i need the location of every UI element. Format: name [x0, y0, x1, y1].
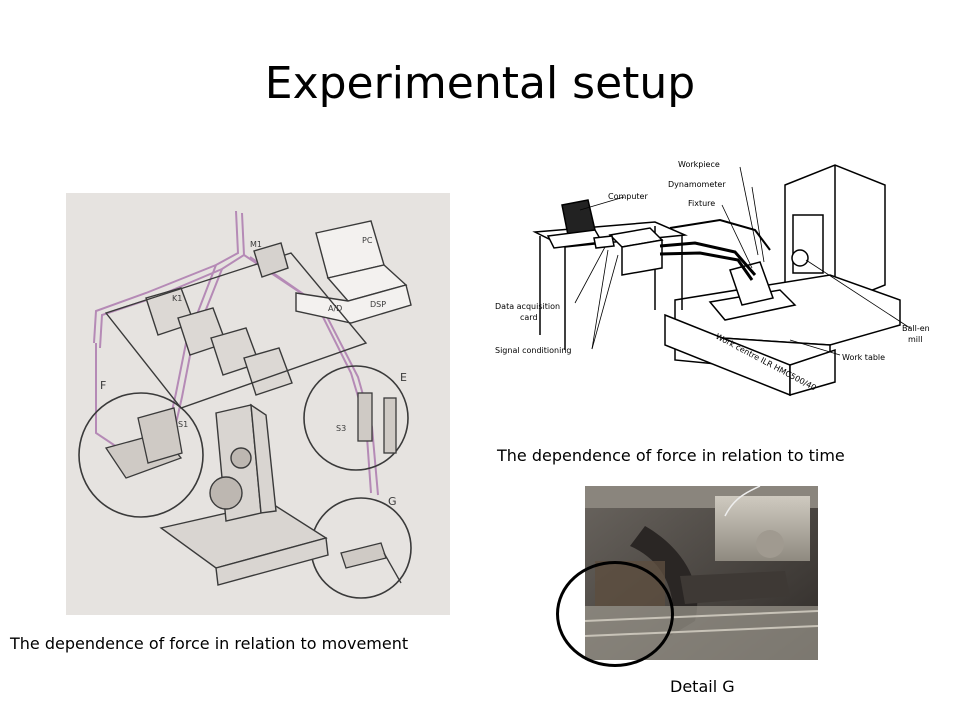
sensor-g-sketch [340, 542, 402, 584]
label-daq-line1: Data acquisition [495, 302, 560, 311]
label-pc: PC [362, 236, 373, 245]
cable-bundle [93, 210, 379, 496]
leader-lines [574, 166, 911, 356]
label-k1: K1 [172, 294, 182, 303]
amplifier-boxes [104, 252, 368, 409]
label-e: E [400, 371, 407, 384]
machine-table-sketch [159, 403, 329, 586]
label-daq-line2: card [520, 313, 538, 322]
label-ad: A/D [328, 304, 342, 313]
label-f: F [100, 379, 106, 392]
label-ball-end-line2: mill [908, 335, 922, 344]
label-g: G [388, 495, 397, 508]
label-dsp: DSP [370, 300, 386, 309]
label-fixture: Fixture [688, 199, 715, 208]
label-ball-end-line1: Ball-end [902, 324, 930, 333]
label-workpiece: Workpiece [678, 160, 720, 169]
schematic-setup-diagram: Workpiece Dynamometer Fixture Computer D… [490, 150, 930, 435]
caption-force-time: The dependence of force in relation to t… [497, 446, 845, 465]
sensor-module-sketch [253, 242, 289, 278]
slide-title: Experimental setup [264, 58, 696, 109]
caption-detail-g: Detail G [670, 677, 735, 696]
detail-circles [78, 365, 412, 599]
laptop-sketch [295, 220, 412, 324]
caption-force-movement: The dependence of force in relation to m… [10, 634, 409, 653]
label-work-table: Work table [842, 353, 885, 362]
scanned-setup-drawing: F E G PC DSP A/D K1 S1 S3 M1 [78, 210, 412, 599]
label-dynamometer: Dynamometer [668, 180, 726, 189]
label-signal-conditioning: Signal conditioning [495, 346, 571, 355]
sensor-e-sketch [357, 392, 397, 454]
label-s1: S1 [178, 420, 188, 429]
schematic-drawing: Workpiece Dynamometer Fixture Computer D… [495, 160, 930, 397]
detail-g-circle-marker [556, 561, 674, 667]
label-m1: M1 [250, 240, 262, 249]
fixture-sketch [104, 407, 183, 479]
scanned-setup-illustration: F E G PC DSP A/D K1 S1 S3 M1 [66, 193, 450, 615]
label-computer: Computer [608, 192, 648, 201]
label-s3: S3 [336, 424, 346, 433]
scan-labels: F E G PC DSP A/D K1 S1 S3 M1 [100, 236, 407, 508]
